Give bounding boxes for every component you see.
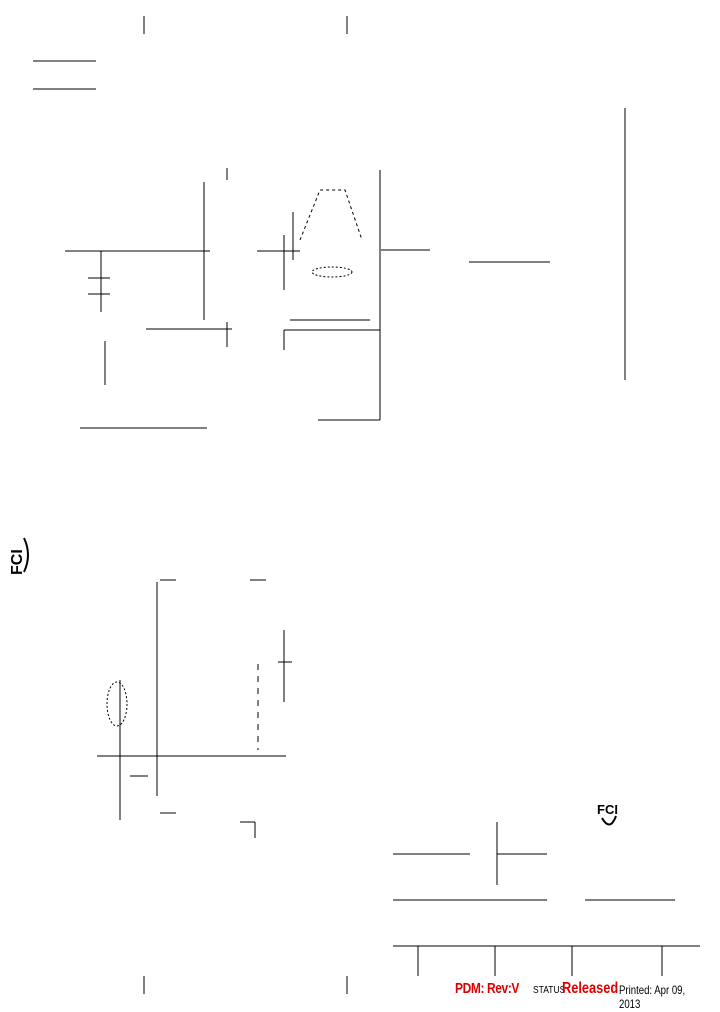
printed-date: Printed: Apr 09, 2013 — [619, 983, 686, 1011]
front-view — [65, 168, 232, 429]
fci-logo-title-block: FCI — [596, 798, 620, 834]
fci-logo-icon: FCI — [597, 802, 618, 826]
svg-text:FCI: FCI — [597, 802, 618, 817]
spec-divider — [469, 108, 626, 380]
status-label: STATUS — [533, 985, 566, 996]
pc-board-layout — [97, 579, 292, 838]
fci-logo-icon: FCI — [9, 537, 29, 575]
pdm-status-bar: PDM: Rev:V STATUS Released Printed: Apr … — [0, 980, 720, 1011]
fci-logo-left: FCI — [2, 530, 32, 580]
svg-text:FCI: FCI — [9, 549, 26, 575]
status-value: Released — [562, 980, 619, 997]
revision-box — [33, 60, 96, 90]
frame-ticks — [143, 16, 348, 994]
pdm-revision: PDM: Rev:V — [455, 980, 520, 997]
title-block — [393, 822, 700, 976]
side-view — [257, 170, 430, 421]
